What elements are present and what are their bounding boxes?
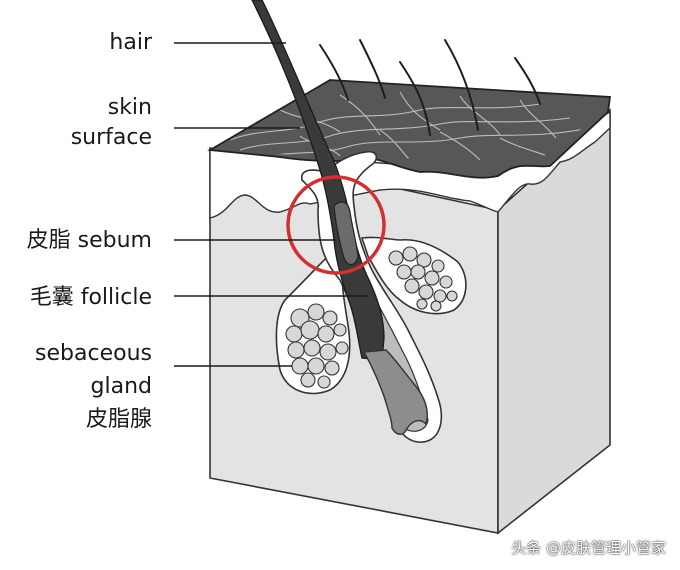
skin-surface-label-line2: surface (70, 125, 152, 150)
hair-bulb (362, 349, 428, 435)
sebaceous-label-line3: 皮脂腺 (85, 407, 152, 432)
watermark: 头条 @皮肤管理小管家 (511, 539, 666, 557)
sebum-label: 皮脂 sebum (27, 226, 152, 256)
skin-surface-top (207, 79, 612, 179)
hair-label-text: hair (109, 30, 152, 55)
epidermis-band (209, 110, 611, 219)
hair-label: hair (109, 28, 152, 58)
follicle-label: 毛囊 follicle (30, 283, 152, 313)
skin-surface-label: skin surface (71, 93, 152, 153)
sebaceous-label-line2: gland (90, 374, 152, 399)
skin-surface-label-line1: skin (107, 95, 152, 120)
gland-cells-left (285, 303, 349, 389)
sebum-highlight-circle (286, 175, 386, 275)
sebum-label-text: 皮脂 sebum (26, 228, 152, 253)
sebum-plug (333, 201, 359, 266)
sebaceous-label-line1: sebaceous (35, 341, 152, 366)
sebaceous-gland-label: sebaceous gland 皮脂腺 (35, 337, 152, 436)
gland-cells-right (388, 246, 458, 312)
follicle-label-text: 毛囊 follicle (29, 285, 152, 310)
